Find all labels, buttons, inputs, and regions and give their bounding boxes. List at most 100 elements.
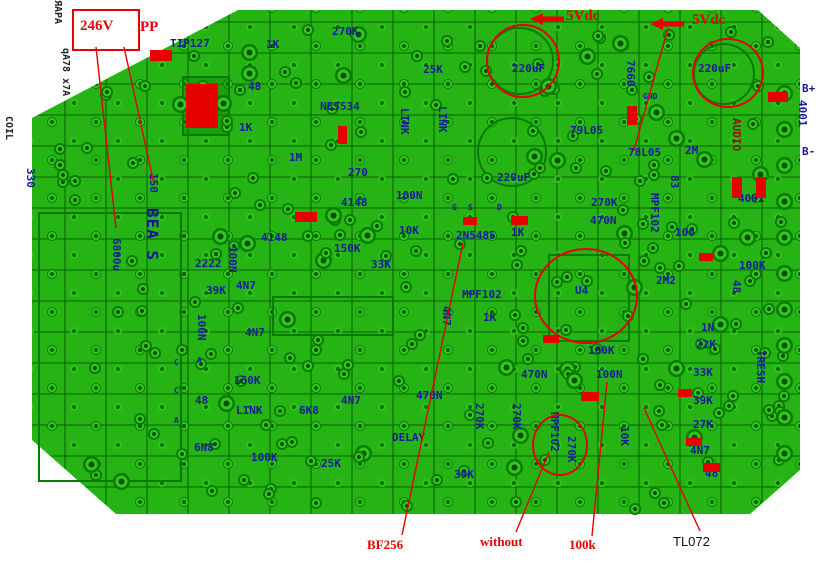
- solder-pad: [54, 143, 67, 156]
- solder-pad: [516, 322, 529, 335]
- solder-pad: [324, 139, 337, 152]
- solder-pad: [282, 202, 295, 215]
- solder-pad: [311, 334, 324, 347]
- solder-pad: [334, 66, 352, 84]
- supply-note-1: 5Vdc: [566, 8, 600, 24]
- supply-note-2: 5Vdc: [692, 12, 726, 28]
- solder-pad: [514, 244, 527, 257]
- highlight-rect: [463, 217, 477, 225]
- solder-pad: [273, 404, 286, 417]
- solder-pad: [138, 79, 151, 92]
- solder-pad: [759, 347, 772, 360]
- highlight-rect: [338, 126, 347, 144]
- solder-pad: [762, 35, 775, 48]
- solder-pad: [324, 206, 342, 224]
- silkscreen-label: 83: [668, 175, 681, 189]
- ic-outline: [272, 296, 394, 336]
- silkscreen-label: D: [497, 203, 502, 212]
- silkscreen-label: 4N7: [440, 306, 453, 326]
- solder-pad: [112, 306, 125, 319]
- solder-pad: [176, 344, 189, 357]
- silkscreen-label: 4148: [261, 231, 288, 244]
- tl072-label: TL072: [673, 534, 710, 549]
- solder-pad: [527, 125, 540, 138]
- solder-pad: [188, 295, 201, 308]
- silkscreen-label: 100K: [251, 451, 278, 464]
- solder-pad: [227, 239, 240, 252]
- solder-pad: [776, 193, 793, 210]
- solder-pad: [517, 334, 530, 347]
- silkscreen-label: 100K: [739, 259, 766, 272]
- solder-pad: [522, 352, 535, 365]
- solder-pad: [188, 50, 201, 63]
- silkscreen-label: 10K: [399, 224, 419, 237]
- highlight-rect: [150, 50, 172, 61]
- silkscreen-label: 270: [348, 166, 368, 179]
- solder-pad: [393, 374, 406, 387]
- solder-pad: [509, 496, 522, 509]
- capacitor-outline-mid: [477, 117, 547, 187]
- solder-pad: [240, 64, 258, 82]
- solder-pad: [776, 373, 793, 390]
- solder-pad: [728, 217, 741, 230]
- solder-pad: [667, 359, 685, 377]
- highlight-rect: [186, 84, 218, 128]
- solder-pad: [725, 25, 738, 38]
- solder-pad: [126, 254, 139, 267]
- silkscreen-label: 220uF: [497, 171, 531, 184]
- solder-pad: [209, 248, 222, 261]
- bf256-label: BF256: [367, 537, 404, 552]
- silkscreen-label: 270K: [332, 25, 359, 38]
- silkscreen-label: A: [174, 416, 179, 425]
- solder-pad: [68, 194, 81, 207]
- solder-pad: [82, 456, 100, 474]
- silkscreen-label: AUDIO: [730, 118, 743, 152]
- solder-pad: [171, 96, 189, 114]
- silkscreen-label: LINK: [236, 404, 263, 417]
- solder-pad: [458, 61, 471, 74]
- silkscreen-label: B-: [802, 145, 816, 158]
- solder-pad: [776, 121, 793, 138]
- solder-pad: [89, 361, 102, 374]
- solder-pad: [711, 245, 729, 263]
- solder-pad: [672, 259, 685, 272]
- solder-pad: [776, 337, 793, 354]
- silkscreen-label: 10K: [618, 426, 631, 446]
- pp-note: PP: [140, 19, 159, 35]
- silkscreen-label: 270K: [473, 403, 486, 430]
- silkscreen-label: 39K: [206, 284, 226, 297]
- solder-pad: [218, 395, 236, 413]
- silkscreen-label: 1M: [289, 151, 303, 164]
- solder-pad: [565, 371, 583, 389]
- solder-pad: [354, 125, 367, 138]
- solder-pad: [647, 159, 660, 172]
- solder-pad: [711, 315, 729, 333]
- highlight-rect: [699, 253, 713, 261]
- solder-pad: [694, 337, 707, 350]
- silkscreen-label: 25K: [321, 457, 341, 470]
- silkscreen-label: 2M: [685, 144, 699, 157]
- silkscreen-label: 1K: [266, 38, 280, 51]
- silkscreen-label: 150K: [234, 374, 261, 387]
- solder-pad: [567, 129, 579, 142]
- solder-pad: [628, 502, 641, 515]
- silkscreen-label: MPF102: [648, 193, 661, 233]
- highlight-rect: [627, 106, 637, 125]
- solder-pad: [410, 244, 423, 257]
- solder-pad: [147, 428, 160, 440]
- solder-pad: [350, 26, 368, 44]
- solder-pad: [195, 358, 208, 371]
- silkscreen-label: DELAY: [392, 431, 426, 444]
- silkscreen-label: 100N: [396, 189, 423, 202]
- solder-pad: [399, 85, 412, 98]
- silkscreen-label: 4001: [796, 100, 809, 127]
- silkscreen-label: 270K: [591, 196, 618, 209]
- solder-pad: [570, 161, 583, 174]
- solder-pad: [591, 343, 604, 356]
- solder-pad: [401, 499, 414, 512]
- solder-pad: [399, 281, 412, 294]
- solder-pad: [665, 220, 678, 233]
- solder-pad: [696, 150, 714, 168]
- silkscreen-label: 6N8: [194, 441, 214, 454]
- silkscreen-label: 78L05: [628, 146, 662, 159]
